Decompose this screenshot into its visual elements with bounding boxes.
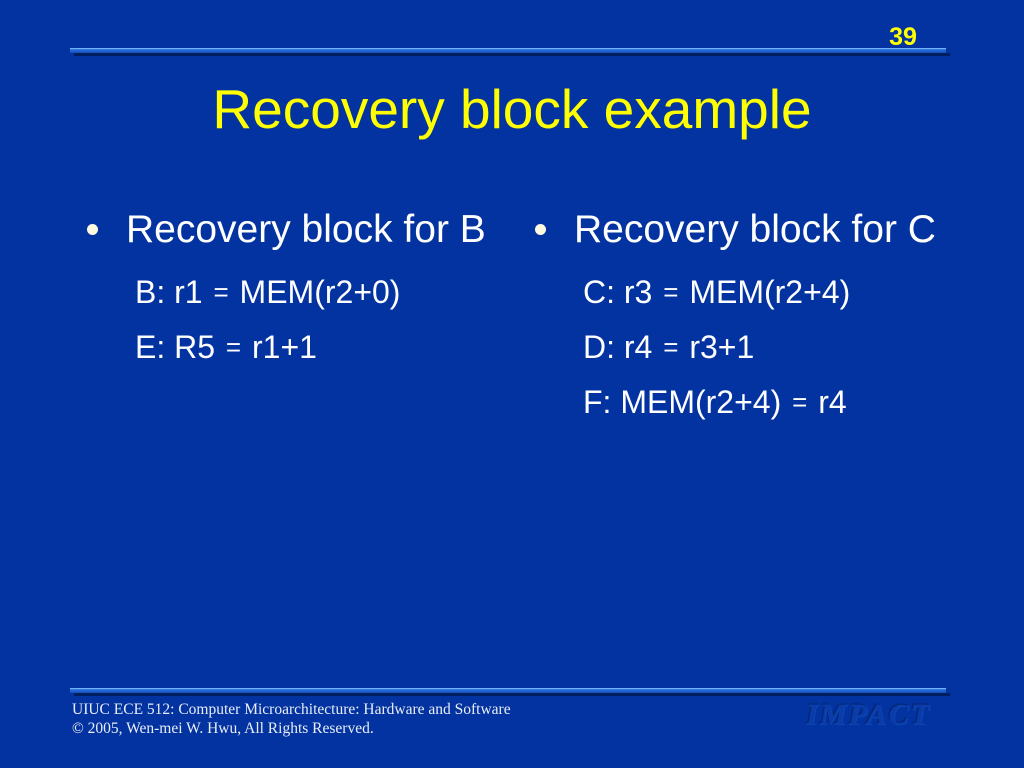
code-line: D: r4 = r3+1 [583,321,956,376]
content-column-right: Recovery block for C C: r3 = MEM(r2+4) D… [526,206,956,431]
code-list-right: C: r3 = MEM(r2+4) D: r4 = r3+1 F: MEM(r2… [526,266,956,431]
code-line-label: F: MEM(r2+4) [583,384,782,420]
footer: UIUC ECE 512: Computer Microarchitecture… [72,700,511,738]
code-line-operator: = [213,277,229,307]
bottom-divider-highlight [70,688,946,689]
top-divider-highlight [70,48,946,49]
code-line-operator: = [663,332,679,362]
code-line-operator: = [663,277,679,307]
bullet-item-recovery-block-c: Recovery block for C [526,206,956,254]
bottom-divider-shadow [74,693,950,696]
code-list-left: B: r1 = MEM(r2+0) E: R5 = r1+1 [78,266,498,376]
page-title: Recovery block example [212,78,812,140]
code-line: C: r3 = MEM(r2+4) [583,266,956,321]
code-line: F: MEM(r2+4) = r4 [583,376,956,431]
bullet-dot-icon [535,224,546,235]
code-line-expression: MEM(r2+4) [689,274,851,310]
code-line-expression: r1+1 [252,329,317,365]
code-line-expression: r4 [818,384,847,420]
footer-course-line: UIUC ECE 512: Computer Microarchitecture… [72,701,511,718]
page-number: 39 [889,23,917,51]
bullet-label: Recovery block for B [126,208,486,251]
top-divider-bar [70,48,946,53]
code-line-operator: = [792,387,808,417]
top-divider-shadow [74,53,950,56]
code-line-label: D: r4 [583,329,653,365]
top-divider-rule [70,48,950,56]
code-line: E: R5 = r1+1 [135,321,498,376]
content-column-left: Recovery block for B B: r1 = MEM(r2+0) E… [78,206,498,376]
bottom-divider-bar [70,688,946,693]
code-line-operator: = [225,332,242,362]
code-line-label: B: r1 [135,274,203,310]
code-line-expression: r3+1 [689,329,755,365]
code-line-label: E: R5 [135,329,216,365]
impact-logo: IMPACT [806,698,931,731]
code-line-label: C: r3 [583,274,653,310]
code-line: B: r1 = MEM(r2+0) [135,266,498,321]
bullet-label: Recovery block for C [574,208,936,251]
bullet-item-recovery-block-b: Recovery block for B [78,206,498,254]
bottom-divider-rule [70,688,950,696]
code-line-expression: MEM(r2+0) [239,274,401,310]
footer-copyright-line: © 2005, Wen-mei W. Hwu, All Rights Reser… [72,720,374,737]
bullet-dot-icon [87,224,98,235]
